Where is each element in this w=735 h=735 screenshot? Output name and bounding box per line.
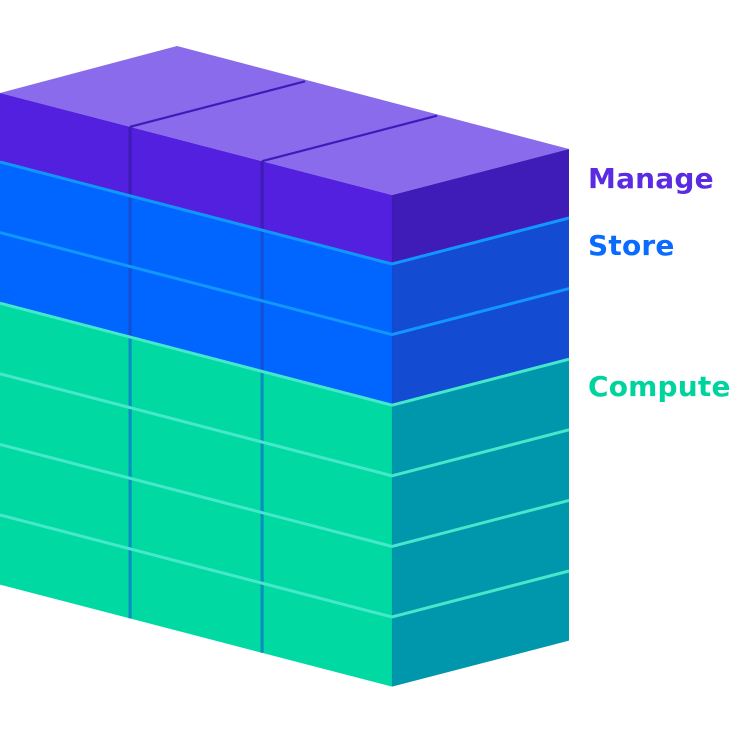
layer-front-manage-1: [0, 93, 392, 263]
layer-front-store-2: [0, 231, 392, 405]
layer-side-compute-1: [392, 358, 569, 475]
layer-front-compute-2: [0, 372, 392, 546]
column-seam-compute-3-1: [128, 477, 132, 548]
column-seam-compute-4-1: [128, 547, 132, 619]
column-seam-compute-2-2: [260, 440, 264, 512]
column-seam-store-1-2: [260, 229, 264, 300]
column-seam-store-2-1: [128, 265, 132, 337]
layer-front-compute-4: [0, 514, 392, 687]
layer-front-compute-3: [0, 443, 392, 616]
layer-side-store-2: [392, 287, 569, 405]
tier-label-compute: Compute: [588, 370, 731, 403]
column-seam-manage-1-2: [260, 161, 264, 230]
layer-side-compute-3: [392, 499, 569, 616]
column-seam-store-2-2: [260, 299, 264, 371]
column-seam-compute-3-2: [260, 511, 264, 583]
column-seam-compute-1-1: [128, 336, 132, 407]
column-seam-compute-2-1: [128, 406, 132, 478]
layer-edge-compute-1: [0, 301, 570, 407]
layer-front-compute-1: [0, 302, 392, 475]
layer-edge-store-2: [0, 231, 570, 337]
column-seam-compute-1-2: [260, 370, 264, 441]
column-seam-manage-1-1: [128, 126, 132, 195]
layer-side-store-1: [392, 217, 569, 334]
layer-edge-store-1: [0, 160, 570, 266]
layer-edge-compute-3: [0, 442, 570, 548]
column-seam-compute-4-2: [260, 582, 264, 653]
top-seam-2: [261, 114, 438, 163]
top-face: [0, 46, 569, 195]
layer-front-store-1: [0, 161, 392, 334]
layer-side-manage-1: [392, 149, 569, 263]
layer-side-compute-2: [392, 428, 569, 546]
tier-label-manage: Manage: [588, 162, 714, 195]
column-seam-store-1-1: [128, 194, 132, 266]
layer-edge-compute-2: [0, 372, 570, 478]
layer-side-compute-4: [392, 570, 569, 687]
layer-edge-compute-4: [0, 513, 570, 619]
top-seam-1: [129, 80, 306, 128]
tier-label-store: Store: [588, 229, 675, 262]
